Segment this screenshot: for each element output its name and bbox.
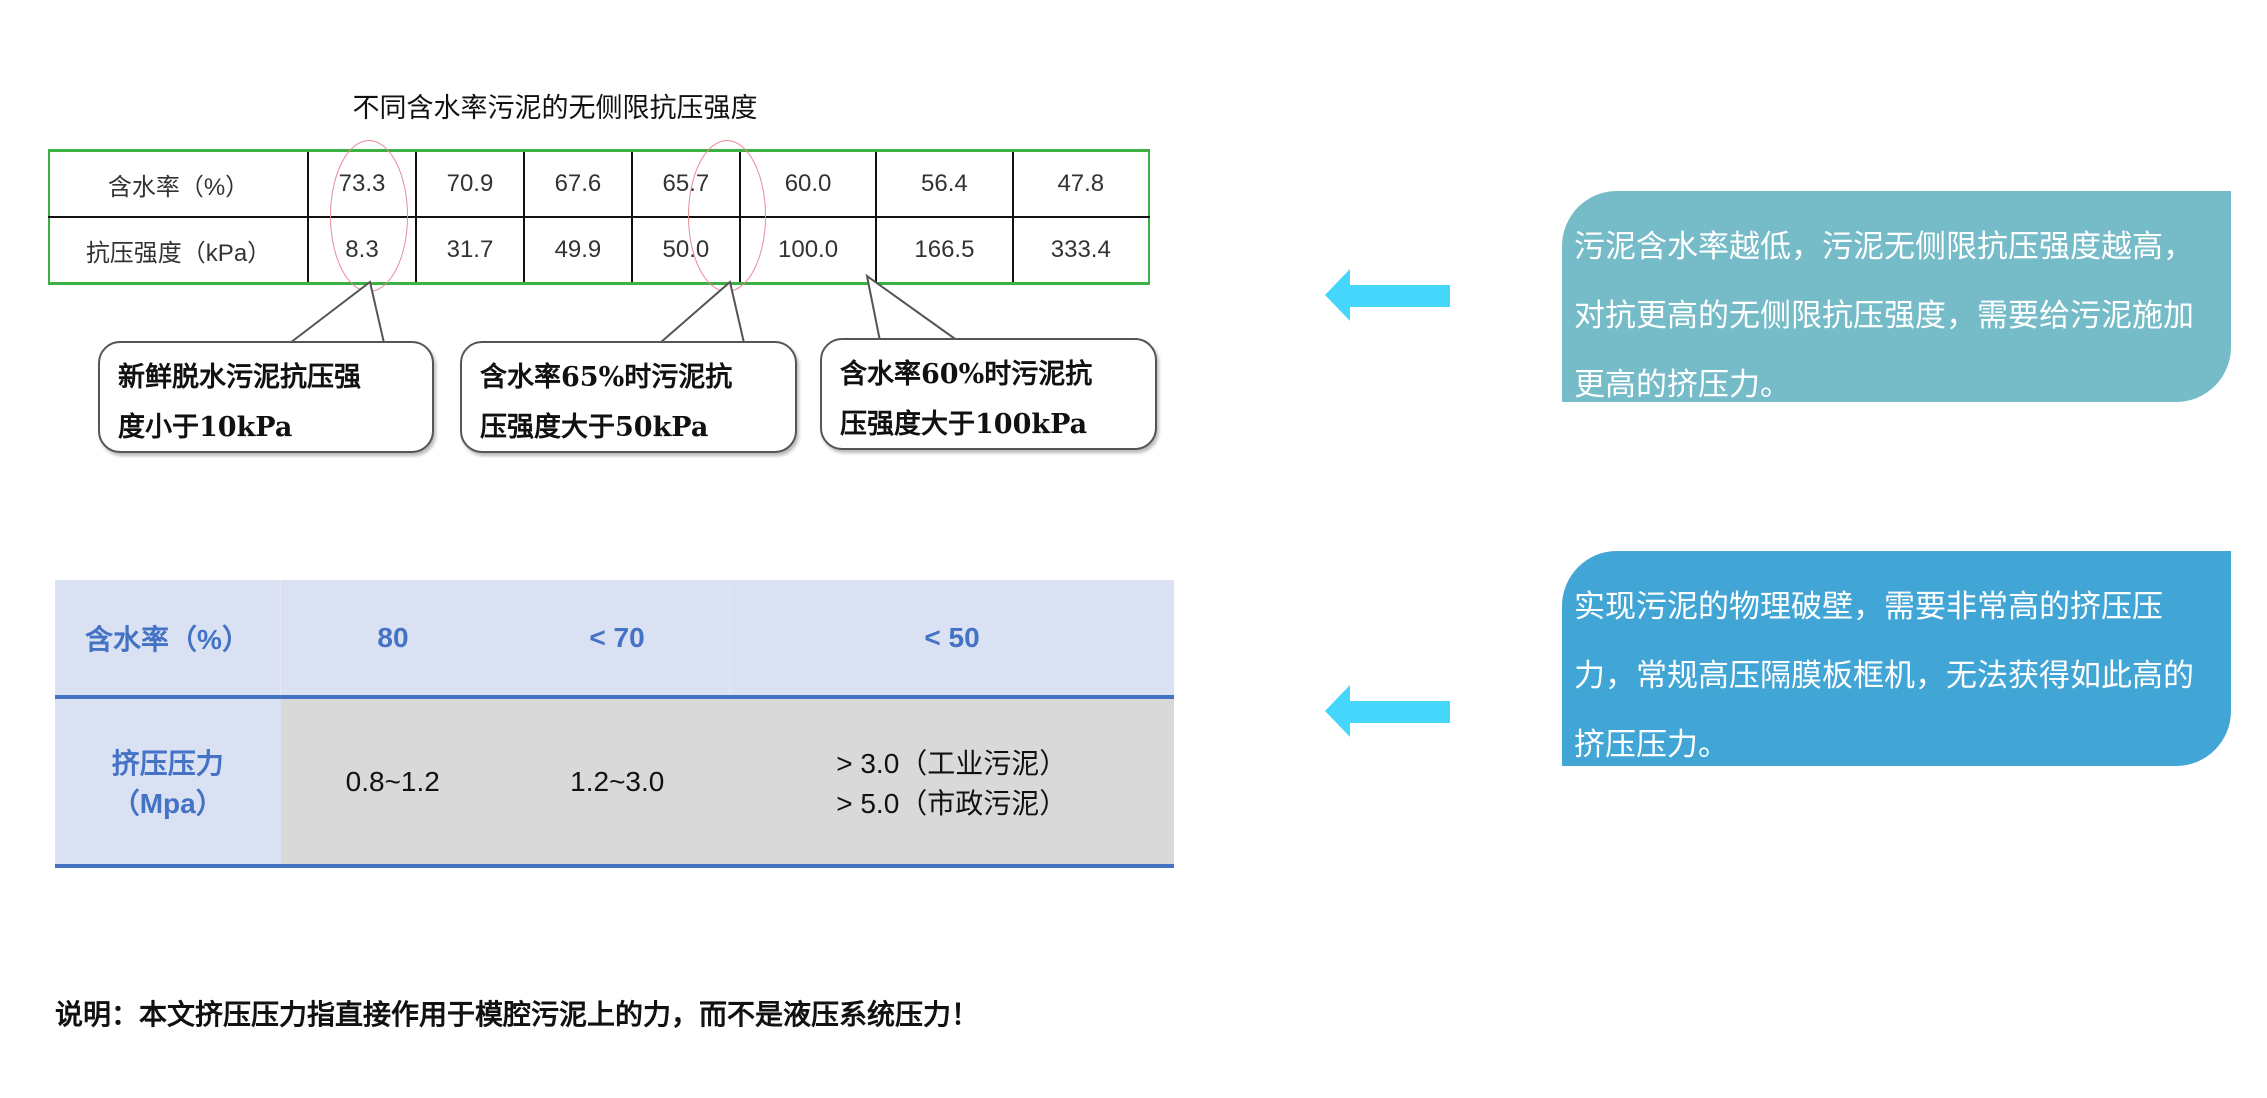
pressure-table: 含水率（%） 80 < 70 < 50 挤压压力 （Mpa） 0.8~1.2 1…: [55, 580, 1174, 868]
cell: 100.0: [738, 216, 878, 285]
row-label: 抗压强度（kPa）: [48, 216, 309, 285]
cell: 1.2~3.0: [505, 697, 730, 868]
callout-pointer: [865, 273, 959, 342]
callout-text: 含水率65%时污泥抗: [480, 362, 733, 393]
row-label: 含水率（%）: [55, 580, 281, 699]
table-row-pressure: 挤压压力 （Mpa） 0.8~1.2 1.2~3.0 > 3.0（工业污泥） >…: [55, 697, 1174, 868]
callout-pointers: [289, 273, 959, 344]
cell: 47.8: [1011, 149, 1151, 218]
callout-text: 新鲜脱水污泥抗压强: [118, 362, 361, 393]
strength-table-title: 不同含水率污泥的无侧限抗压强度: [352, 93, 758, 124]
cell: 56.4: [875, 149, 1014, 218]
cell: > 3.0（工业污泥） > 5.0（市政污泥）: [729, 697, 1174, 868]
arrow-left-icon: [1325, 269, 1450, 321]
callout-fresh-sludge: 新鲜脱水污泥抗压强 度小于10kPa: [98, 341, 434, 453]
cell: < 70: [505, 580, 730, 699]
cell: < 50: [729, 580, 1174, 699]
cell: 67.6: [522, 149, 633, 218]
arrow-left-icon: [1325, 685, 1450, 737]
callout-60-percent: 含水率60%时污泥抗 压强度大于100kPa: [820, 338, 1157, 450]
row-label-line: （Mpa）: [111, 787, 224, 819]
row-label: 挤压压力 （Mpa）: [55, 697, 281, 868]
cell: 49.9: [522, 216, 633, 285]
row-label-line: 挤压压力: [111, 747, 224, 779]
callout-pointer: [659, 280, 745, 344]
cell: 0.8~1.2: [280, 697, 505, 868]
callout-65-percent: 含水率65%时污泥抗 压强度大于50kPa: [460, 341, 797, 453]
cell-line: > 3.0（工业污泥）: [836, 747, 1068, 779]
footnote: 说明：本文挤压压力指直接作用于模腔污泥上的力，而不是液压系统压力！: [55, 998, 980, 1031]
callout-pointer: [289, 280, 385, 344]
info-box-pressure: 实现污泥的物理破壁，需要非常高的挤压压力，常规高压隔膜板框机，无法获得如此高的挤…: [1562, 551, 2231, 766]
cell: 31.7: [414, 216, 525, 285]
table-row-moisture: 含水率（%） 80 < 70 < 50: [55, 580, 1174, 699]
cell: 166.5: [875, 216, 1014, 285]
callout-text: 度小于10kPa: [118, 412, 293, 443]
row-label: 含水率（%）: [48, 149, 309, 218]
cell: 80: [280, 580, 505, 699]
info-box-strength: 污泥含水率越低，污泥无侧限抗压强度越高，对抗更高的无侧限抗压强度，需要给污泥施加…: [1562, 191, 2231, 403]
cell-line: > 5.0（市政污泥）: [836, 787, 1068, 819]
callout-text: 压强度大于50kPa: [480, 412, 709, 443]
cell: 333.4: [1011, 216, 1151, 285]
callout-text: 压强度大于100kPa: [840, 409, 1088, 440]
cell: 70.9: [414, 149, 525, 218]
callout-text: 含水率60%时污泥抗: [840, 359, 1093, 390]
